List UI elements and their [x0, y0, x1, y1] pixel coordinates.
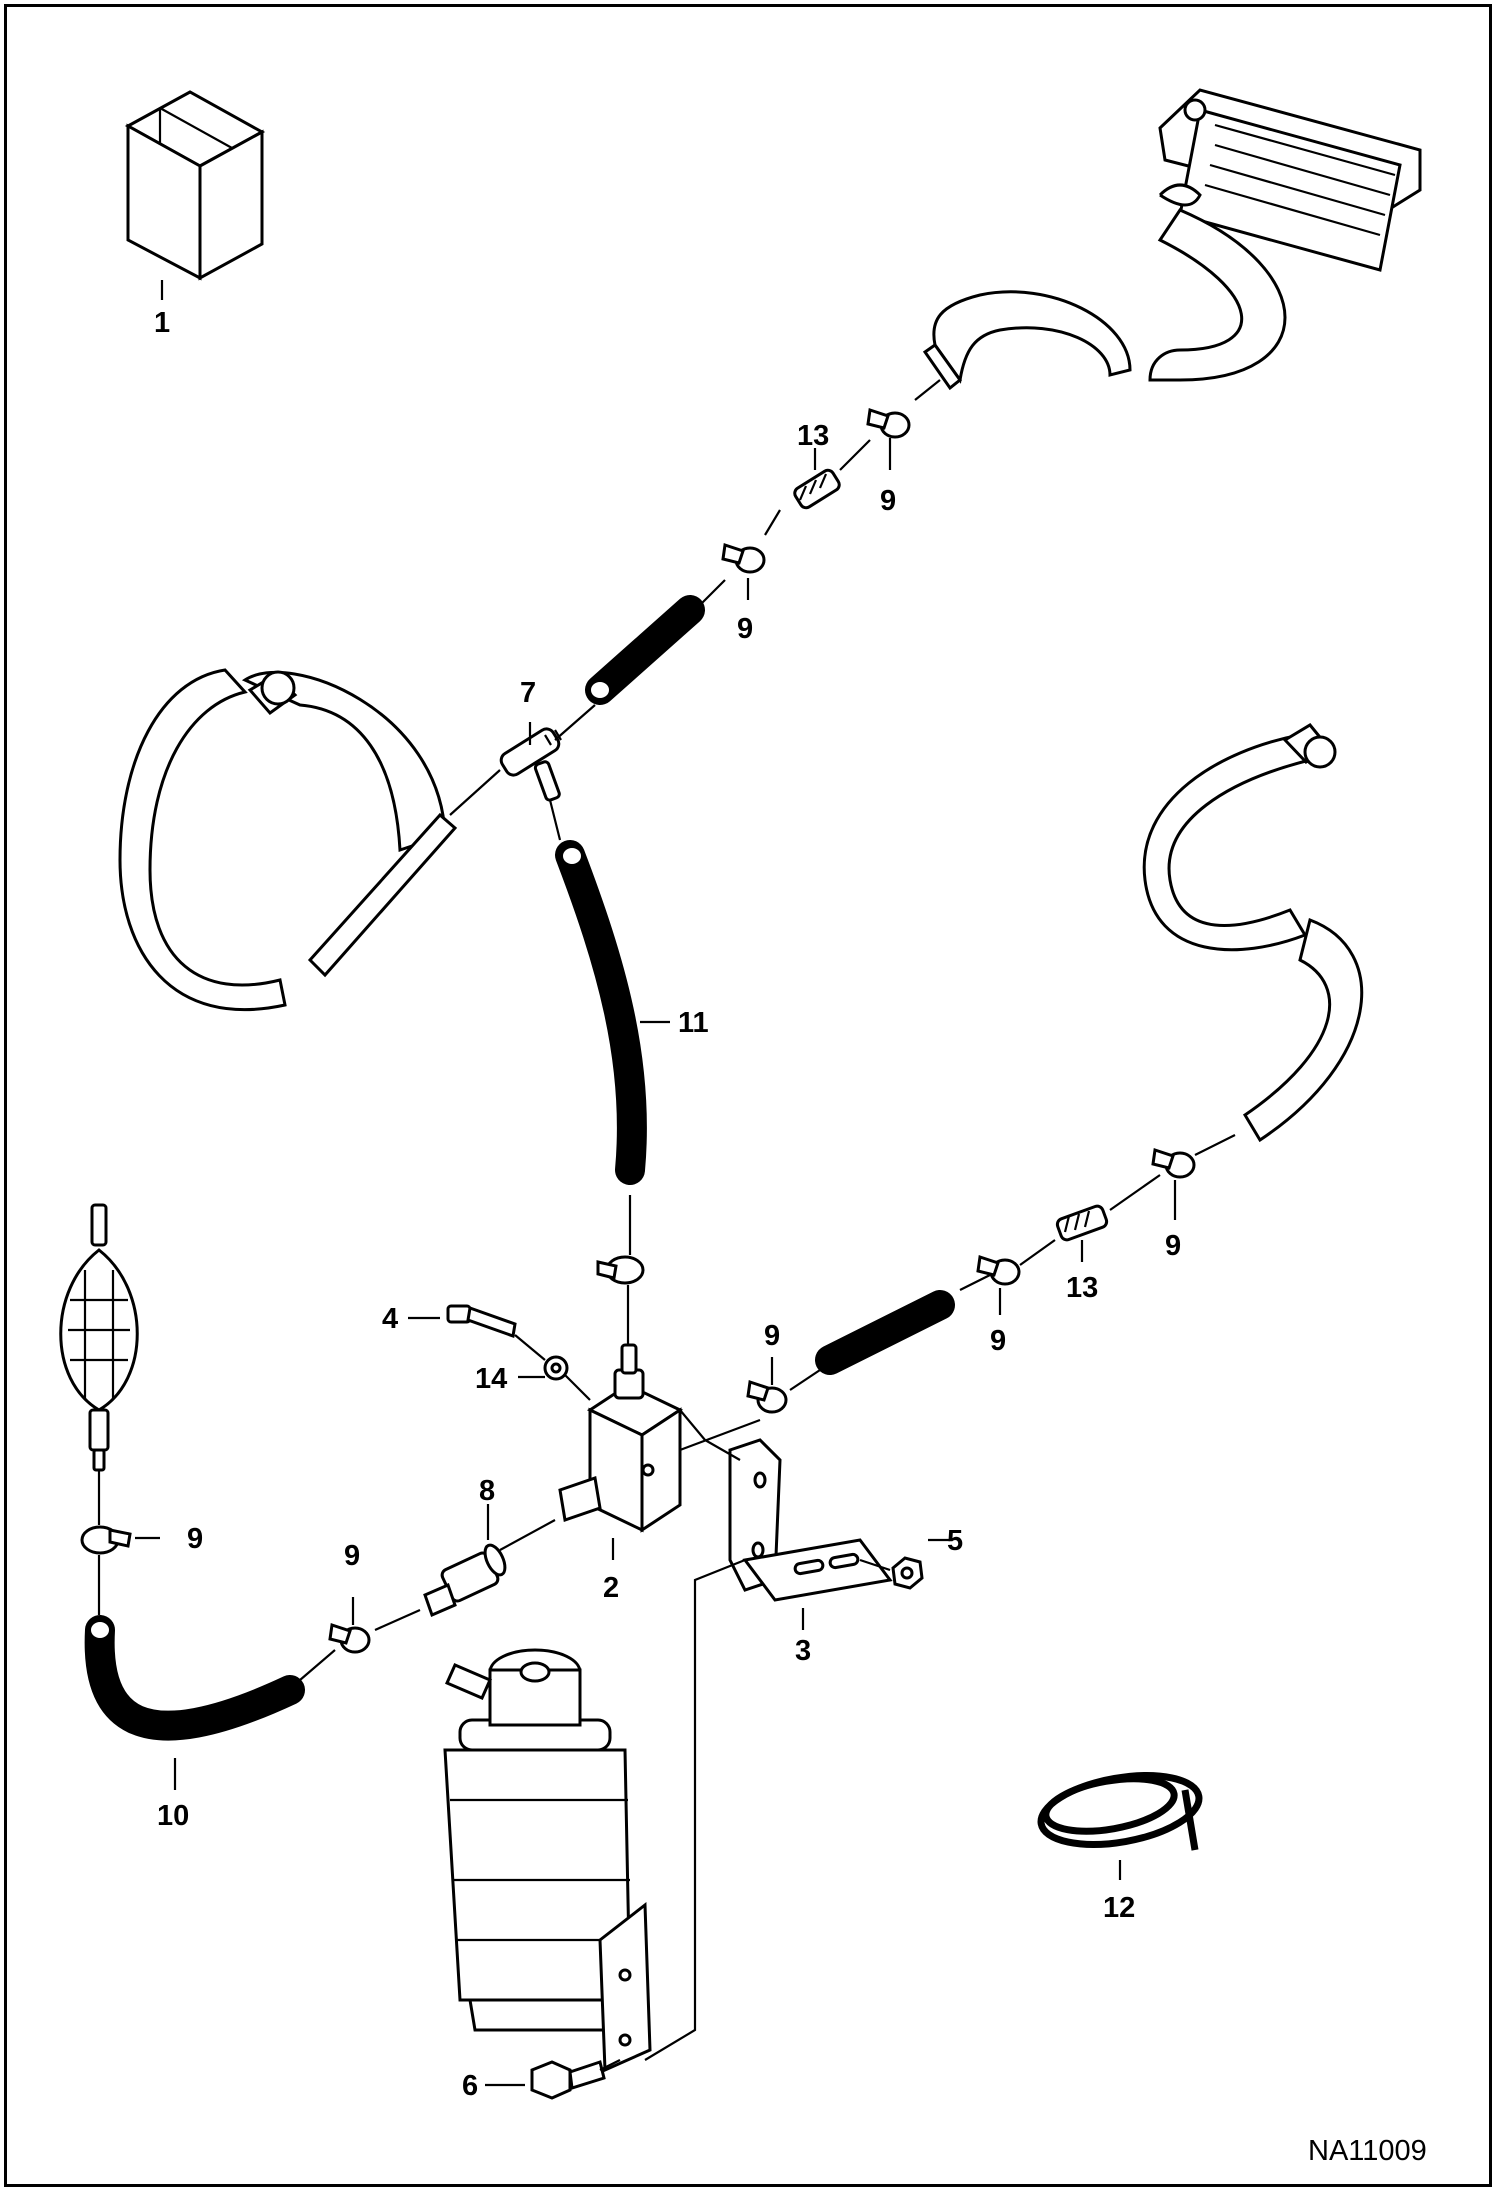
callout-13-lower: 13 — [1066, 1272, 1098, 1304]
supply-hose-left — [118, 668, 458, 1012]
upper-fitting-13a — [793, 468, 841, 510]
callout-5: 5 — [947, 1525, 963, 1557]
part-6-bolt — [530, 2060, 606, 2100]
callout-13-upper: 13 — [797, 420, 829, 452]
upper-clamp-9b — [721, 543, 766, 574]
callout-14: 14 — [475, 1363, 507, 1395]
callout-9-upper-right: 9 — [880, 485, 896, 517]
callout-4: 4 — [382, 1303, 398, 1335]
callout-9-right: 9 — [1165, 1230, 1181, 1262]
callout-9-left: 9 — [187, 1523, 203, 1555]
part-10-hose — [84, 1615, 305, 1741]
filter-bracket — [598, 1902, 652, 2073]
callout-9-mid-right: 9 — [990, 1325, 1006, 1357]
callout-12: 12 — [1103, 1892, 1135, 1924]
diagram-code: NA11009 — [1308, 2135, 1427, 2167]
callout-9-lower: 9 — [344, 1540, 360, 1572]
primer-bulb — [59, 1203, 139, 1472]
callout-2: 2 — [603, 1572, 619, 1604]
return-hose-right — [1142, 723, 1364, 1143]
part-14-washer — [543, 1355, 569, 1381]
clamp-valve-top — [596, 1255, 645, 1285]
leader-lines — [135, 280, 1177, 2087]
part-7-tee-fitting — [499, 727, 562, 802]
part-11-hose — [555, 840, 647, 1185]
clamp-9g — [80, 1525, 132, 1555]
upper-clamp-9a — [866, 408, 911, 439]
return-hose-upper — [922, 208, 1287, 391]
callout-1: 1 — [154, 307, 170, 339]
hose-segment-lower — [815, 1290, 955, 1375]
callout-7: 7 — [520, 677, 536, 709]
callout-8: 8 — [479, 1475, 495, 1507]
connection-lines — [97, 379, 1236, 2071]
part-12-hose-coil — [1037, 1772, 1203, 1851]
callout-labels: 1 2 3 4 5 6 7 8 9 9 9 9 9 9 9 10 11 12 1… — [154, 307, 1181, 2102]
part-4-bolt — [446, 1304, 517, 1339]
part-3-bracket — [728, 1438, 893, 1602]
clamp-9f — [328, 1623, 371, 1654]
hose-segment-upper — [585, 595, 705, 705]
part-2-valve-block — [558, 1343, 684, 1533]
diagram-frame — [4, 4, 1492, 2187]
callout-10: 10 — [157, 1800, 189, 1832]
clamp-9e — [746, 1380, 788, 1414]
right-clamp-9d — [976, 1255, 1021, 1286]
part-8-fitting — [423, 1543, 507, 1618]
fuel-filter — [443, 1648, 632, 2032]
part-5-nut — [891, 1556, 924, 1590]
callout-9-center: 9 — [764, 1320, 780, 1352]
part-1-kit-box — [124, 90, 266, 281]
callout-9-upper-left: 9 — [737, 613, 753, 645]
callout-11: 11 — [678, 1007, 709, 1039]
right-clamp-9c — [1151, 1148, 1196, 1179]
callout-3: 3 — [795, 1635, 811, 1667]
callout-6: 6 — [462, 2070, 478, 2102]
right-fitting-13b — [1055, 1204, 1109, 1242]
fuel-cooler — [1158, 88, 1422, 272]
